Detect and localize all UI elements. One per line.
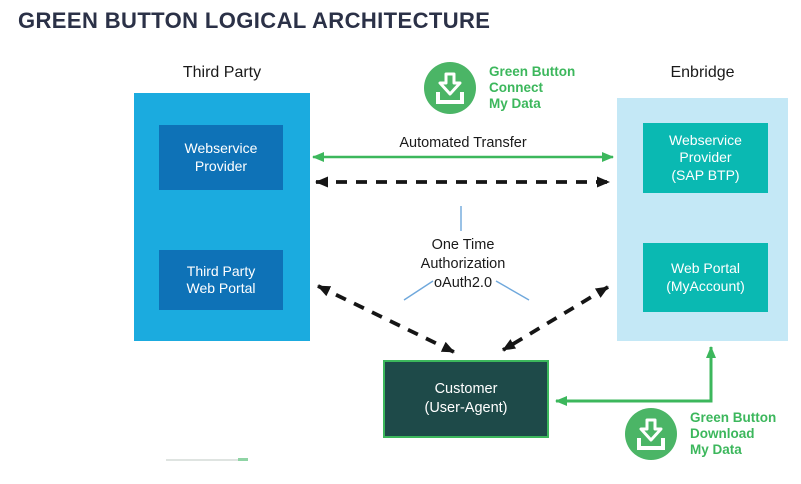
green-button-download-icon: [424, 62, 476, 114]
green-button-download-badge: Green Button Download My Data: [625, 408, 776, 460]
faint-artifact-line: [166, 459, 246, 461]
third-party-label: Third Party: [182, 64, 262, 81]
node-customer: Customer (User-Agent): [383, 360, 549, 438]
enbridge-container: Webservice Provider (SAP BTP) Web Portal…: [617, 98, 788, 341]
download-elbow-arrow: [555, 346, 716, 406]
enbridge-label: Enbridge: [670, 64, 735, 81]
third-party-portal-customer-dashed-arrow: [317, 284, 455, 354]
node-third-party-web-portal: Third Party Web Portal: [159, 250, 283, 310]
node-third-party-webservice-provider: Webservice Provider: [159, 125, 283, 190]
automated-transfer-label: Automated Transfer: [399, 135, 527, 151]
faint-artifact-green-dash: [238, 458, 248, 461]
download-badge-label: Green Button Download My Data: [690, 410, 777, 457]
one-time-authorization-label: One Time Authorization oAuth2.0: [420, 237, 506, 292]
green-button-download-icon: [625, 408, 677, 460]
node-enbridge-web-portal: Web Portal (MyAccount): [643, 243, 768, 312]
green-button-connect-badge: Green Button Connect My Data: [424, 62, 575, 114]
third-party-container: Webservice Provider Third Party Web Port…: [134, 93, 310, 341]
connect-badge-label: Green Button Connect My Data: [489, 64, 576, 111]
node-enbridge-webservice-provider: Webservice Provider (SAP BTP): [643, 123, 768, 193]
enbridge-portal-customer-dashed-arrow: [502, 285, 609, 352]
page-title: GREEN BUTTON LOGICAL ARCHITECTURE: [18, 8, 491, 33]
